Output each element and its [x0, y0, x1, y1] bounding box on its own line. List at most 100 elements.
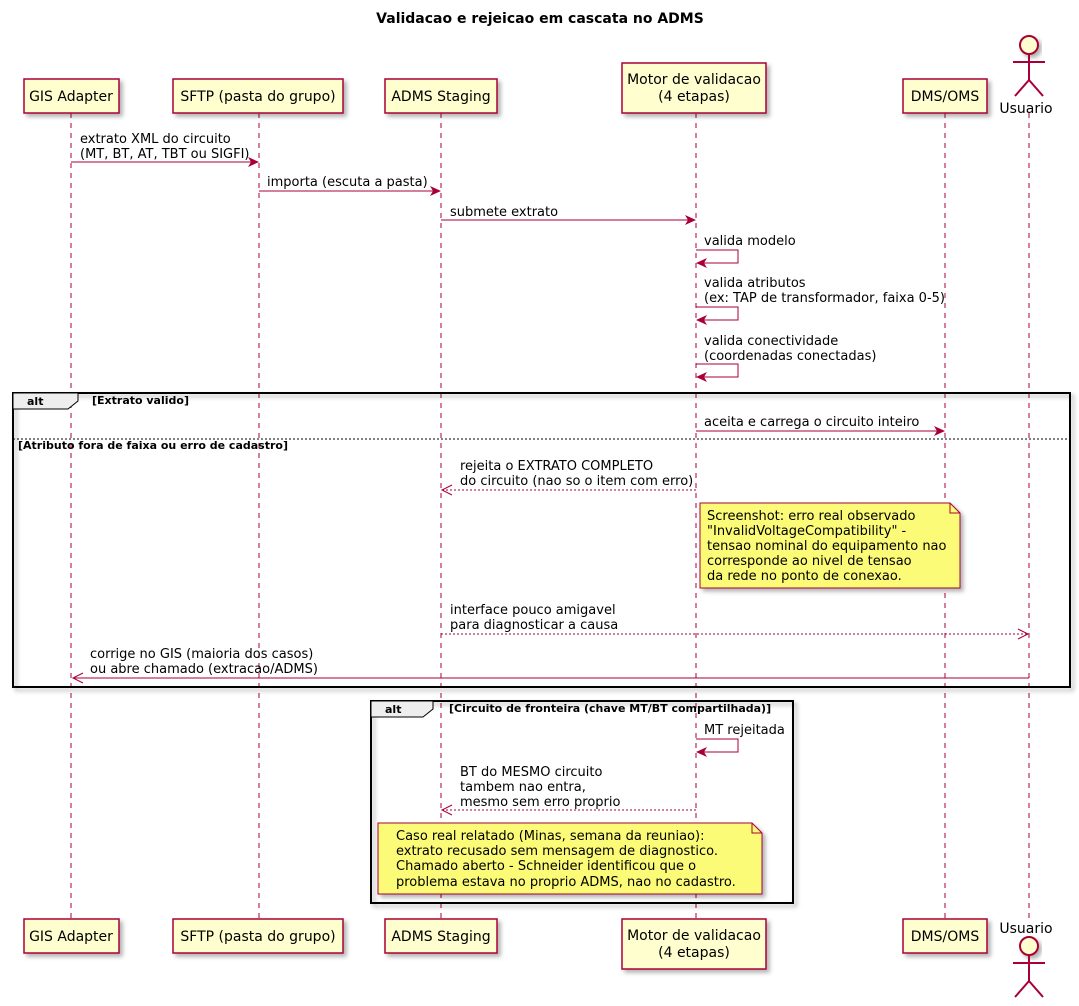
participant-gis: GIS Adapter: [23, 78, 120, 114]
message-m12-line2: tambem nao entra,: [460, 780, 586, 795]
message-importa: importa (escuta a pasta): [259, 175, 441, 196]
arrowhead-icon: [1017, 628, 1030, 640]
note1-line4: corresponde ao nivel de tensao: [707, 554, 912, 569]
arrowhead-icon: [430, 186, 441, 196]
message-m3-line1: submete extrato: [450, 205, 558, 220]
participant-gis-label: GIS Adapter: [29, 89, 113, 105]
participant-gis-bottom: GIS Adapter: [23, 918, 120, 954]
message-m6-line2: (coordenadas conectadas): [704, 349, 876, 364]
alt-group-validation: alt [Extrato valido] [Atributo fora de f…: [12, 392, 1071, 688]
participant-staging-bottom-label: ADMS Staging: [391, 929, 490, 945]
message-aceita: aceita e carrega o circuito inteiro: [696, 415, 945, 436]
alt-tab: [370, 700, 434, 718]
message-m10-line1: corrige no GIS (maioria dos casos): [90, 647, 313, 662]
participant-dms-bottom-label: DMS/OMS: [911, 929, 980, 945]
participant-motor: Motor de validacao (4 etapas): [621, 62, 767, 114]
participant-sftp-label: SFTP (pasta do grupo): [180, 89, 335, 105]
arrowhead-icon: [685, 215, 696, 225]
note2-line4: problema estava no proprio ADMS, nao no …: [396, 875, 736, 890]
note2-line2: extrato recusado sem mensagem de diagnos…: [396, 844, 718, 859]
participant-staging-bottom: ADMS Staging: [384, 918, 498, 954]
participants-bottom: GIS Adapter SFTP (pasta do grupo) ADMS S…: [23, 918, 1053, 998]
message-m5-line1: valida atributos: [704, 276, 806, 291]
message-m8-line1: rejeita o EXTRATO COMPLETO: [460, 459, 653, 474]
arrowhead-icon: [71, 672, 84, 684]
note1-line5: da rede no ponto de conexao.: [707, 569, 902, 584]
arrowhead-icon: [696, 747, 707, 757]
participants-top: GIS Adapter SFTP (pasta do grupo) ADMS S…: [23, 35, 1053, 117]
message-m4-line1: valida modelo: [704, 234, 796, 249]
message-m1-line2: (MT, BT, AT, TBT ou SIGFI): [80, 147, 250, 162]
alt1-guard2: [Atributo fora de faixa ou erro de cadas…: [18, 439, 288, 452]
participant-user-label: Usuario: [999, 101, 1052, 117]
message-m2-line1: importa (escuta a pasta): [267, 175, 428, 190]
message-m5-line2: (ex: TAP de transformador, faixa 0-5): [704, 291, 945, 306]
arrowhead-icon: [934, 426, 945, 436]
message-m9-line2: para diagnosticar a causa: [450, 618, 618, 633]
note-fold-icon: [751, 823, 762, 834]
participant-user-bottom: Usuario: [999, 921, 1053, 998]
participant-gis-bottom-label: GIS Adapter: [29, 929, 113, 945]
message-rejeita: rejeita o EXTRATO COMPLETO do circuito (…: [440, 459, 696, 496]
participant-sftp-bottom-label: SFTP (pasta do grupo): [180, 929, 335, 945]
message-m9-line1: interface pouco amigavel: [450, 603, 616, 618]
participant-motor-bottom: Motor de validacao (4 etapas): [621, 918, 767, 970]
note2-line3: Chamado aberto - Schneider identificou q…: [396, 859, 696, 874]
arrowhead-icon: [696, 372, 707, 382]
arrowhead-icon: [696, 315, 707, 325]
diagram-title: Validacao e rejeicao em cascata no ADMS: [376, 11, 704, 27]
participant-motor-line2: (4 etapas): [658, 89, 730, 105]
alt-tab: [12, 392, 79, 410]
note1-line2: "InvalidVoltageCompatibility" -: [707, 524, 907, 539]
message-mt-rejeitada: MT rejeitada: [696, 723, 785, 757]
message-valida-conectividade: valida conectividade (coordenadas conect…: [696, 334, 876, 382]
message-valida-atributos: valida atributos (ex: TAP de transformad…: [696, 276, 945, 325]
message-m8-line2: do circuito (nao so o item com erro): [460, 474, 693, 489]
participant-motor-bottom-line1: Motor de validacao: [627, 928, 761, 944]
message-corrige: corrige no GIS (maioria dos casos) ou ab…: [71, 647, 1029, 684]
message-extrato-xml: extrato XML do circuito (MT, BT, AT, TBT…: [71, 132, 259, 167]
participant-sftp-bottom: SFTP (pasta do grupo): [172, 918, 344, 954]
participant-dms-label: DMS/OMS: [911, 89, 980, 105]
note-fold-icon: [949, 503, 960, 514]
message-m6-line1: valida conectividade: [704, 334, 838, 349]
message-submete: submete extrato: [441, 205, 696, 225]
message-interface: interface pouco amigavel para diagnostic…: [441, 603, 1030, 640]
alt1-guard1: [Extrato valido]: [92, 394, 189, 407]
note2-line1: Caso real relatado (Minas, semana da reu…: [396, 829, 704, 844]
participant-staging-label: ADMS Staging: [391, 89, 490, 105]
participant-sftp: SFTP (pasta do grupo): [172, 78, 344, 114]
message-m11-line1: MT rejeitada: [704, 723, 785, 738]
arrowhead-icon: [248, 157, 259, 167]
alt-group-fronteira: alt [Circuito de fronteira (chave MT/BT …: [370, 700, 794, 904]
note1-line1: Screenshot: erro real observado: [707, 509, 916, 524]
message-m7-line1: aceita e carrega o circuito inteiro: [704, 415, 919, 430]
message-m12-line1: BT do MESMO circuito: [460, 765, 603, 780]
message-m10-line2: ou abre chamado (extracao/ADMS): [90, 662, 318, 677]
arrowhead-icon: [440, 804, 453, 816]
note-caso-real: Caso real relatado (Minas, semana da reu…: [377, 822, 763, 895]
arrowhead-icon: [440, 484, 453, 496]
participant-dms-bottom: DMS/OMS: [902, 918, 988, 954]
participant-dms: DMS/OMS: [902, 78, 988, 114]
messages: extrato XML do circuito (MT, BT, AT, TBT…: [71, 132, 945, 382]
message-valida-modelo: valida modelo: [696, 234, 796, 268]
alt2-keyword: alt: [385, 703, 401, 716]
participant-user-bottom-label: Usuario: [999, 921, 1052, 937]
message-m12-line3: mesmo sem erro proprio: [460, 795, 620, 810]
participant-motor-bottom-line2: (4 etapas): [658, 945, 730, 961]
message-bt-mesmo-circuito: BT do MESMO circuito tambem nao entra, m…: [440, 765, 696, 816]
participant-motor-line1: Motor de validacao: [627, 72, 761, 88]
message-m1-line1: extrato XML do circuito: [80, 132, 231, 147]
arrowhead-icon: [696, 258, 707, 268]
participant-user: Usuario: [999, 35, 1053, 117]
note-erro-real: Screenshot: erro real observado "Invalid…: [699, 502, 961, 589]
note1-line3: tensao nominal do equipamento nao: [707, 539, 947, 554]
alt2-guard1: [Circuito de fronteira (chave MT/BT comp…: [449, 702, 771, 715]
actor-icon: [1013, 936, 1045, 998]
actor-icon: [1013, 35, 1045, 97]
participant-staging: ADMS Staging: [384, 78, 498, 114]
alt1-keyword: alt: [27, 395, 43, 408]
